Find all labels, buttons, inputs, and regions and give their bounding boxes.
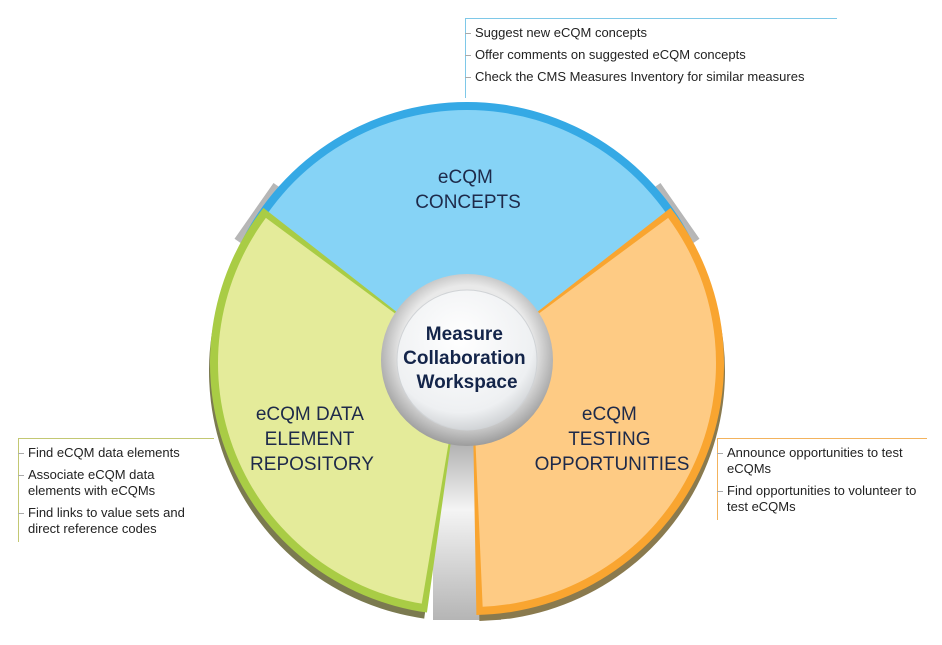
list-item: Find eCQM data elements bbox=[18, 445, 196, 461]
list-item: Find links to value sets and direct refe… bbox=[18, 505, 210, 537]
segment-concepts-title: eCQM CONCEPTS bbox=[415, 167, 521, 213]
hub-title: Measure Collaboration Workspace bbox=[403, 324, 531, 393]
callout-data-topline bbox=[18, 438, 214, 439]
list-item: Offer comments on suggested eCQM concept… bbox=[465, 47, 837, 63]
callout-testing-bracket bbox=[717, 438, 718, 520]
callout-data-bracket bbox=[18, 438, 19, 542]
segment-data-title: eCQM DATA ELEMENT REPOSITORY bbox=[250, 404, 374, 475]
segment-testing-title: eCQM TESTING OPPORTUNITIES bbox=[535, 404, 690, 475]
callout-concepts-topline bbox=[465, 18, 837, 19]
hub-core[interactable] bbox=[396, 289, 538, 431]
segment-testing[interactable] bbox=[473, 207, 726, 621]
callout-testing: Announce opportunities to test eCQMs Fin… bbox=[717, 438, 929, 520]
list-item: Suggest new eCQM concepts bbox=[465, 25, 837, 41]
segment-testing-face bbox=[475, 217, 716, 607]
callout-testing-topline bbox=[717, 438, 927, 439]
list-item: Associate eCQM data elements with eCQMs bbox=[18, 467, 188, 499]
segment-data-face bbox=[218, 217, 451, 604]
segment-data-repository[interactable] bbox=[208, 207, 453, 619]
callout-concepts-bracket bbox=[465, 18, 466, 98]
list-item: Find opportunities to volunteer to test … bbox=[717, 483, 927, 515]
callout-data-repository: Find eCQM data elements Associate eCQM d… bbox=[18, 438, 218, 542]
list-item: Check the CMS Measures Inventory for sim… bbox=[465, 69, 837, 85]
segment-concepts-face bbox=[244, 109, 690, 325]
list-item: Announce opportunities to test eCQMs bbox=[717, 445, 927, 477]
callout-concepts: Suggest new eCQM concepts Offer comments… bbox=[465, 18, 837, 98]
